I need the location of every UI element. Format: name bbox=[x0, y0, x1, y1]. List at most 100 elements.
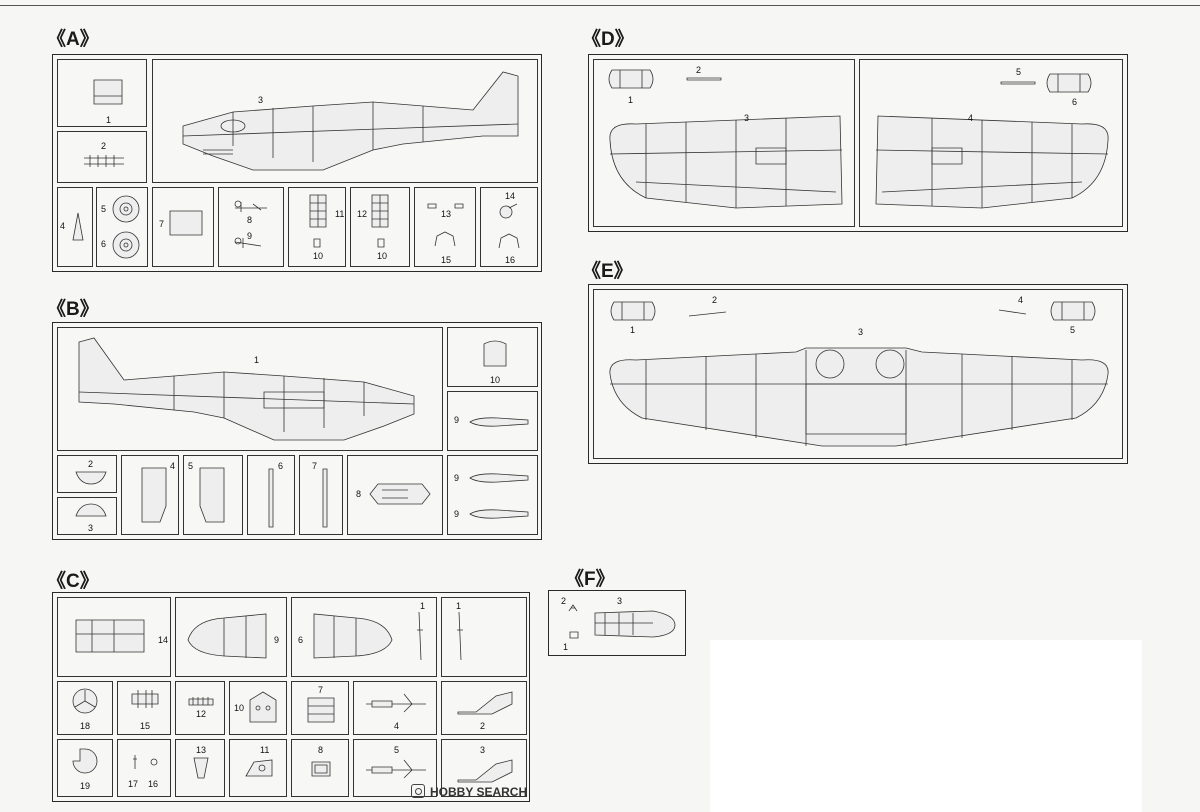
part-a14-a16-cell: 14 16 bbox=[480, 187, 538, 267]
hobby-search-logo-icon bbox=[411, 784, 425, 798]
part-c7-cell: 7 bbox=[291, 681, 349, 735]
part-b7-cell: 7 bbox=[299, 455, 343, 535]
section-title-a: 《A》 bbox=[47, 29, 99, 50]
part-d2-rod bbox=[686, 76, 722, 82]
part-a4-spinner bbox=[72, 212, 84, 242]
part-c11-cell: 11 bbox=[229, 739, 287, 797]
section-title-f: 《F》 bbox=[565, 569, 615, 590]
part-b9-strut-3 bbox=[468, 508, 530, 520]
part-c10-plate bbox=[248, 690, 278, 724]
part-b10-canopy-frame bbox=[482, 338, 508, 368]
part-c19-disc bbox=[72, 748, 98, 774]
part-b9-strut bbox=[468, 416, 530, 428]
part-a10-small-part-2 bbox=[377, 238, 385, 248]
part-c2-cell: 2 bbox=[441, 681, 527, 735]
part-d5-rod bbox=[1000, 80, 1036, 86]
part-c3-gear-door bbox=[456, 758, 514, 784]
part-a6-wheel bbox=[111, 230, 141, 260]
part-c8-cell: 8 bbox=[291, 739, 349, 797]
part-a14-tailwheel bbox=[499, 202, 519, 220]
part-e2-rod bbox=[688, 310, 728, 318]
part-b9-cell-2: 9 9 bbox=[447, 455, 538, 535]
part-c5-gear-leg bbox=[364, 758, 428, 782]
part-c12-cell: 12 bbox=[175, 681, 225, 735]
part-e5-drop-tank bbox=[1048, 300, 1098, 322]
part-c8-frame bbox=[310, 760, 332, 778]
part-c9-tailplane bbox=[184, 610, 272, 662]
part-b2-cover bbox=[74, 468, 108, 486]
part-c19-cell: 19 bbox=[57, 739, 113, 797]
part-b1-fuselage-half bbox=[74, 332, 424, 444]
part-c5-cell: 5 bbox=[353, 739, 437, 797]
sprue-b: 1 10 9 2 3 4 5 bbox=[52, 322, 542, 540]
part-a8-a9-cell: 8 9 bbox=[218, 187, 284, 267]
part-a12-a10-cell: 12 10 bbox=[350, 187, 410, 267]
part-a2-cell: 2 bbox=[57, 131, 147, 183]
part-a10-small-part bbox=[313, 238, 321, 248]
part-b7-rod bbox=[322, 468, 328, 528]
part-c4-gear-leg bbox=[364, 690, 428, 714]
part-c1-cell: 1 bbox=[441, 597, 527, 677]
sprue-d: 1 2 3 5 6 4 bbox=[588, 54, 1128, 232]
part-b8-cell: 8 bbox=[347, 455, 443, 535]
part-a7-panel bbox=[169, 210, 203, 236]
part-b5-bulkhead bbox=[198, 466, 226, 524]
part-a1-cell: 1 bbox=[57, 59, 147, 127]
part-d4-lower-wing bbox=[874, 112, 1112, 212]
part-a3-cell: 3 bbox=[152, 59, 538, 183]
part-d-left-wing-cell: 1 2 3 bbox=[593, 59, 855, 227]
part-d6-drop-tank bbox=[1044, 72, 1094, 94]
part-f3-cockpit-tub bbox=[591, 607, 677, 641]
part-a7-cell: 7 bbox=[152, 187, 214, 267]
part-e-cell: 1 2 3 4 5 bbox=[593, 289, 1123, 459]
part-d3-lower-wing bbox=[606, 112, 844, 212]
part-a13-small-parts bbox=[427, 202, 467, 210]
part-f1-small-part bbox=[569, 631, 579, 639]
part-c11-console bbox=[244, 758, 274, 778]
part-c14-seat-frame bbox=[74, 614, 146, 658]
part-d1-drop-tank bbox=[606, 68, 656, 90]
sprue-f: 2 3 1 bbox=[548, 590, 686, 656]
part-a2-exhaust bbox=[82, 152, 126, 170]
part-a13-a15-cell: 13 15 bbox=[414, 187, 476, 267]
part-c4-cell: 4 bbox=[353, 681, 437, 735]
sprue-a: 1 2 3 4 5 6 bbox=[52, 54, 542, 272]
section-title-b: 《B》 bbox=[47, 299, 99, 320]
part-c9-cell: 9 bbox=[175, 597, 287, 677]
part-c13-pedal bbox=[192, 756, 210, 780]
part-a8-linkage bbox=[233, 198, 269, 214]
part-a5-a6-cell: 5 6 bbox=[96, 187, 148, 267]
sprue-c: 14 9 6 1 1 18 15 bbox=[52, 592, 530, 802]
part-a15-bracket bbox=[433, 230, 457, 248]
part-b3-cell: 3 bbox=[57, 497, 117, 535]
part-a12-instrument-panel bbox=[371, 194, 389, 228]
part-e4-rod bbox=[998, 308, 1028, 316]
part-e1-drop-tank bbox=[608, 300, 658, 322]
part-d-right-wing-cell: 5 6 4 bbox=[859, 59, 1123, 227]
part-c10-cell: 10 bbox=[229, 681, 287, 735]
part-a10-a11-cell: 11 10 bbox=[288, 187, 346, 267]
section-title-d: 《D》 bbox=[582, 29, 634, 50]
part-a9-linkage bbox=[233, 236, 263, 250]
part-c1-rod-2 bbox=[456, 610, 464, 662]
part-b2-cell: 2 bbox=[57, 455, 117, 493]
part-a4-cell: 4 bbox=[57, 187, 93, 267]
part-b6-cell: 6 bbox=[247, 455, 295, 535]
part-b5-cell: 5 bbox=[183, 455, 243, 535]
part-c2-gear-door bbox=[456, 690, 514, 716]
part-b4-cell: 4 bbox=[121, 455, 179, 535]
part-c3-cell: 3 bbox=[441, 739, 527, 797]
part-c7-seat bbox=[306, 696, 336, 724]
part-c18-fan bbox=[72, 688, 98, 714]
part-b10-cell: 10 bbox=[447, 327, 538, 387]
watermark-brand: HOBBY SEARCH bbox=[430, 785, 528, 799]
part-c15-engine-parts bbox=[130, 688, 160, 710]
part-c16-ring bbox=[150, 758, 158, 766]
part-c12-comb bbox=[188, 696, 214, 706]
part-c6-tailplane bbox=[308, 610, 396, 662]
part-a16-bracket bbox=[497, 232, 521, 250]
part-b3-cover bbox=[74, 502, 108, 520]
part-c17-c16-cell: 17 16 bbox=[117, 739, 171, 797]
part-a5-wheel bbox=[111, 194, 141, 224]
section-title-c: 《C》 bbox=[47, 571, 99, 592]
